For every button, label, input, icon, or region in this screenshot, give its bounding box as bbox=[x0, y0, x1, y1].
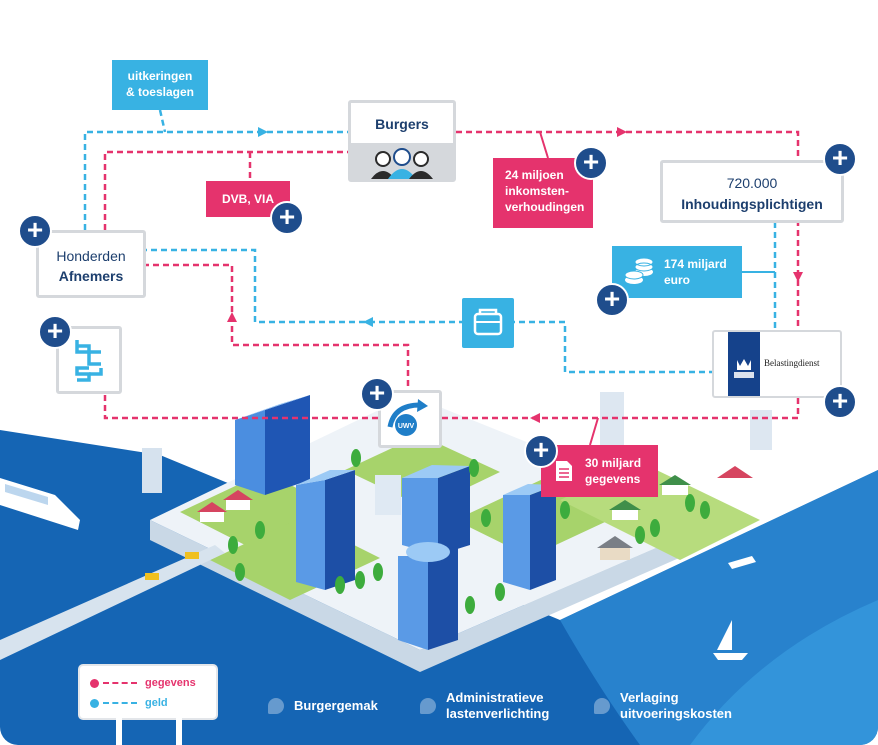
land-block-1 bbox=[180, 472, 330, 545]
benefit-burgergemak: Burgergemak bbox=[268, 698, 378, 714]
uwv-plus-button[interactable]: + bbox=[360, 377, 394, 411]
people-icon bbox=[351, 143, 453, 179]
inkomsten-line2: inkomsten- bbox=[505, 184, 570, 198]
afnemers-count: Honderden bbox=[56, 248, 126, 264]
house-5-roof bbox=[597, 536, 633, 548]
dvb-plus-button[interactable]: + bbox=[270, 201, 304, 235]
crown-logo bbox=[728, 332, 760, 396]
burgergemak-label: Burgergemak bbox=[294, 698, 378, 713]
euro-line2: euro bbox=[664, 273, 691, 287]
tower-3-front bbox=[402, 478, 438, 555]
inkomsten-plus-button[interactable]: + bbox=[574, 146, 608, 180]
house-4-roof bbox=[659, 475, 691, 485]
legend-geld: geld bbox=[90, 697, 168, 709]
lastenverlichting-icon bbox=[420, 698, 436, 714]
house-3-roof bbox=[717, 466, 753, 478]
car-1 bbox=[145, 573, 159, 580]
ocean-wave bbox=[690, 600, 878, 745]
tower-4-side bbox=[428, 546, 458, 650]
gegevens-arrows bbox=[227, 127, 803, 423]
lastenverlichting-line2: lastenverlichting bbox=[446, 706, 550, 721]
legend-post-right bbox=[176, 718, 182, 745]
dvb-label: DVB, VIA bbox=[221, 192, 274, 206]
euro-line1: 174 miljard bbox=[664, 257, 727, 271]
legend-geld-label: geld bbox=[145, 697, 168, 709]
inhoudingsplichtigen-label: Inhoudingsplichtigen bbox=[681, 196, 823, 212]
afnemers-plus-button[interactable]: + bbox=[18, 214, 52, 248]
inkomsten-line3: verhoudingen bbox=[505, 200, 585, 214]
cbs-plus-button[interactable]: + bbox=[38, 315, 72, 349]
cruise-ship-deck bbox=[5, 484, 48, 505]
sailboat-sail bbox=[717, 620, 732, 650]
gegevens-tag: 30 miljard gegevens bbox=[541, 445, 658, 497]
tower-5-front bbox=[503, 495, 530, 590]
inhoudingsplichtigen-node[interactable]: 720.000 Inhoudingsplichtigen bbox=[660, 160, 844, 223]
tower-5-side bbox=[530, 485, 556, 590]
uwv-node[interactable]: UWV bbox=[378, 390, 442, 448]
tower-3-side bbox=[438, 466, 470, 555]
house-6-roof bbox=[609, 500, 641, 510]
wallet-box bbox=[462, 298, 514, 348]
gegevens-flow bbox=[103, 130, 800, 420]
uitvoeringskosten-icon bbox=[594, 698, 610, 714]
lastenverlichting-line1: Administratieve bbox=[446, 690, 544, 705]
tower-4-front bbox=[398, 556, 428, 650]
tower-2-side bbox=[325, 470, 355, 590]
belastingdienst-label: Belastingdienst bbox=[764, 358, 820, 368]
tower-3-top bbox=[402, 465, 470, 478]
tower-2-front bbox=[296, 480, 325, 590]
bg-building-4 bbox=[375, 475, 401, 515]
inhoudingsplichtigen-plus-button[interactable]: + bbox=[823, 142, 857, 176]
uitvoeringskosten-line1: Verlaging bbox=[620, 690, 679, 705]
gegevens-line1: 30 miljard bbox=[585, 456, 642, 470]
tower-2-top bbox=[296, 470, 355, 485]
uitkeringen-tag: uitkeringen & toeslagen bbox=[112, 60, 208, 110]
tower-1-front bbox=[235, 410, 265, 495]
house-2-roof bbox=[223, 490, 253, 500]
legend-post-left bbox=[116, 718, 122, 745]
afnemers-label: Afnemers bbox=[58, 268, 124, 284]
belastingdienst-node[interactable]: Belastingdienst bbox=[712, 330, 842, 398]
benefit-uitvoeringskosten: Verlaging uitvoeringskosten bbox=[594, 690, 732, 722]
bg-building-3 bbox=[750, 410, 772, 450]
burgergemak-icon bbox=[268, 698, 284, 714]
burgers-label: Burgers bbox=[375, 116, 429, 132]
burgers-node[interactable]: Burgers bbox=[348, 100, 456, 182]
gegevens-line2: gegevens bbox=[585, 472, 641, 486]
euro-plus-button[interactable]: + bbox=[595, 283, 629, 317]
gegevens-plus-button[interactable]: + bbox=[524, 434, 558, 468]
belastingdienst-plus-button[interactable]: + bbox=[823, 385, 857, 419]
afnemers-node[interactable]: Honderden Afnemers bbox=[36, 230, 146, 298]
bridge bbox=[0, 545, 225, 660]
car-2 bbox=[185, 552, 199, 559]
cbs-logo bbox=[75, 340, 103, 382]
helipad bbox=[406, 542, 450, 562]
inkomsten-line1: 24 miljoen bbox=[505, 168, 564, 182]
uwv-label: UWV bbox=[398, 423, 415, 430]
uitkeringen-line1: uitkeringen bbox=[127, 69, 193, 83]
bg-building-2 bbox=[600, 392, 624, 452]
legend-gegevens-label: gegevens bbox=[145, 677, 196, 689]
benefit-lastenverlichting: Administratieve lastenverlichting bbox=[420, 690, 549, 722]
uitkeringen-line2: & toeslagen bbox=[125, 85, 194, 99]
euro-tag: 174 miljard euro bbox=[612, 246, 742, 298]
uitvoeringskosten-line2: uitvoeringskosten bbox=[620, 706, 732, 721]
legend: gegevens geld bbox=[80, 666, 216, 718]
wallet-icon bbox=[473, 308, 503, 336]
sailboat-hull bbox=[713, 653, 748, 660]
coins-icon bbox=[624, 258, 654, 284]
bg-building-1 bbox=[142, 448, 162, 493]
tower-1-top bbox=[235, 395, 310, 420]
document-icon bbox=[556, 461, 572, 481]
house-1-roof bbox=[197, 502, 227, 512]
uwv-logo: UWV bbox=[387, 399, 428, 436]
tower-1-side bbox=[265, 395, 310, 495]
legend-gegevens: gegevens bbox=[90, 677, 196, 689]
tag-connectors bbox=[539, 131, 599, 446]
trees bbox=[228, 449, 710, 614]
motorboat bbox=[728, 556, 756, 569]
inhoudingsplichtigen-count: 720.000 bbox=[726, 175, 778, 191]
